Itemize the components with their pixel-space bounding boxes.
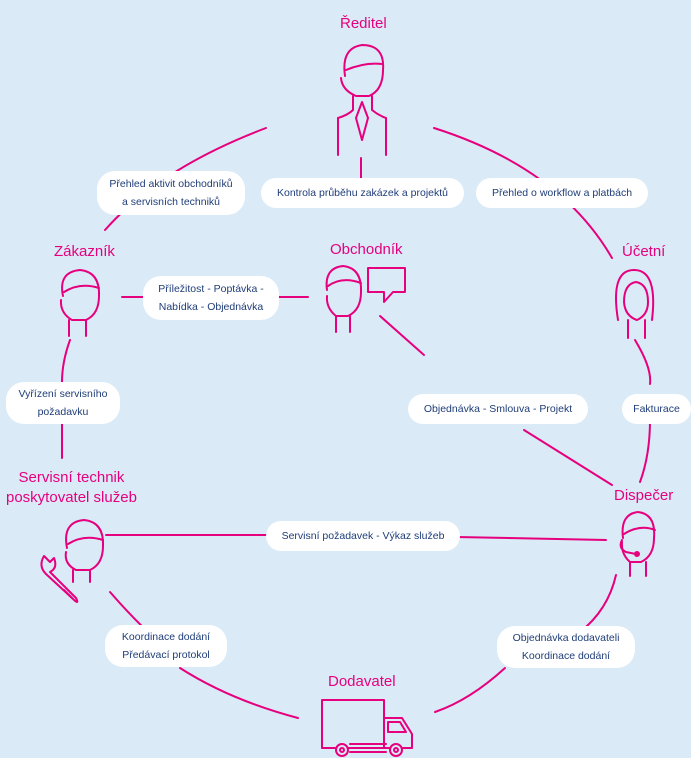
label-prehled-aktivit-line2: a servisních techniků	[121, 196, 221, 208]
label-vyrizeni-line1: Vyřízení servisního	[18, 388, 108, 400]
label-objednavka-smlouva-text: Objednávka - Smlouva - Projekt	[423, 403, 573, 415]
role-ucetni: Účetní	[622, 243, 666, 260]
label-fakturace-text: Fakturace	[633, 403, 680, 415]
label-vyrizeni: Vyřízení servisního požadavku	[6, 382, 120, 424]
label-prehled-workflow: Přehled o workflow a platbách	[476, 178, 648, 208]
accountant-icon	[615, 269, 655, 339]
label-objednavka-smlouva: Objednávka - Smlouva - Projekt	[408, 394, 588, 424]
label-objednavka-dodavateli: Objednávka dodavateli Koordinace dodání	[497, 626, 635, 668]
dispatcher-icon	[619, 511, 656, 577]
role-reditel: Ředitel	[340, 15, 387, 32]
role-dodavatel: Dodavatel	[328, 673, 396, 690]
label-fakturace: Fakturace	[622, 394, 691, 424]
role-servisni-technik-line2: poskytovatel služeb	[6, 489, 137, 506]
label-prehled-workflow-text: Přehled o workflow a platbách	[491, 187, 633, 199]
label-prehled-aktivit-line1: Přehled aktivit obchodníků	[109, 178, 233, 190]
label-koordinace: Koordinace dodání Předávací protokol	[105, 625, 227, 667]
role-dispecer: Dispečer	[614, 487, 674, 504]
label-objednavka-dodavateli-line2: Koordinace dodání	[521, 650, 611, 662]
director-icon	[337, 44, 387, 156]
delivery-truck-icon	[321, 699, 413, 757]
role-servisni-technik-line1: Servisní technik	[18, 469, 125, 486]
label-prilezitost-line1: Příležitost - Poptávka -	[158, 283, 264, 295]
role-obchodnik: Obchodník	[330, 241, 403, 258]
wrench-icon	[40, 555, 79, 603]
label-servisni-pozadavek-text: Servisní požadavek - Výkaz služeb	[281, 530, 445, 542]
role-zakaznik: Zákazník	[54, 243, 115, 260]
label-vyrizeni-line2: požadavku	[37, 406, 89, 418]
label-prilezitost: Příležitost - Poptávka - Nabídka - Objed…	[143, 276, 279, 320]
label-koordinace-line2: Předávací protokol	[122, 649, 210, 661]
label-koordinace-line1: Koordinace dodání	[121, 631, 211, 643]
salesman-icon	[325, 265, 363, 333]
label-prehled-aktivit: Přehled aktivit obchodníků a servisních …	[97, 171, 245, 215]
speech-bubble-icon	[367, 267, 406, 303]
label-prilezitost-line2: Nabídka - Objednávka	[158, 301, 264, 313]
role-servisni-technik: Servisní technik poskytovatel služeb	[6, 468, 137, 508]
label-kontrola: Kontrola průběhu zakázek a projektů	[261, 178, 464, 208]
label-servisni-pozadavek: Servisní požadavek - Výkaz služeb	[266, 521, 460, 551]
customer-icon	[59, 269, 101, 337]
technician-icon	[64, 519, 105, 583]
label-objednavka-dodavateli-line1: Objednávka dodavateli	[512, 632, 620, 644]
label-kontrola-text: Kontrola průběhu zakázek a projektů	[276, 187, 449, 199]
